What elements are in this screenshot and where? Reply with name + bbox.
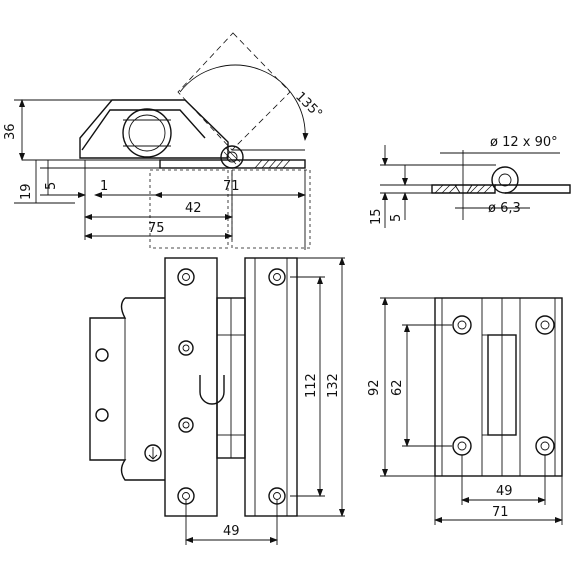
- rotation-envelope: [177, 32, 291, 151]
- dim-75: 75: [148, 221, 165, 236]
- section-view: ø 12 x 90° ø 6,3 15 5: [369, 135, 571, 228]
- dim-92: 92: [367, 379, 382, 396]
- hidden-outline-left: [149, 169, 229, 249]
- front-view-right: 92 62 49 71: [367, 297, 563, 525]
- dim-62: 62: [390, 379, 405, 396]
- front-view-left: 112 132 49: [89, 257, 345, 545]
- hinge-inner-line: [81, 109, 206, 151]
- dim-71-right: 71: [492, 505, 509, 520]
- right-leaf: [244, 257, 298, 517]
- right-hinge-outline: [434, 297, 563, 477]
- angle-label: 135°: [292, 89, 325, 122]
- dim-5-side: 5: [389, 214, 404, 222]
- screw-holes: [95, 268, 286, 505]
- dim-1: 1: [100, 179, 108, 194]
- dim-19: 19: [19, 183, 34, 200]
- hole-spec: ø 12 x 90°: [490, 135, 558, 150]
- left-leaf: [164, 257, 218, 517]
- backing-plate: [89, 297, 165, 481]
- dim-36: 36: [3, 123, 18, 140]
- dim-71-top: 71: [223, 179, 240, 194]
- knuckle: [220, 145, 244, 169]
- angle-arc: [179, 64, 309, 141]
- hidden-outline-right: [231, 169, 311, 249]
- section-knuckle: [491, 166, 519, 194]
- screw-head: [122, 108, 172, 158]
- dim-5: 5: [44, 182, 59, 190]
- dim-132: 132: [326, 373, 341, 398]
- hole-diameter: ø 6,3: [488, 201, 521, 216]
- dim-42: 42: [185, 201, 202, 216]
- base-plate: [159, 159, 306, 169]
- dim-49-right: 49: [496, 484, 513, 499]
- dim-49-left: 49: [223, 524, 240, 539]
- side-view-hinge: 135° 36 19 5 1 71 42 75: [3, 32, 325, 250]
- dim-112: 112: [304, 373, 319, 398]
- dim-15: 15: [369, 208, 384, 225]
- latch: [199, 375, 225, 405]
- screw-inner: [128, 114, 166, 152]
